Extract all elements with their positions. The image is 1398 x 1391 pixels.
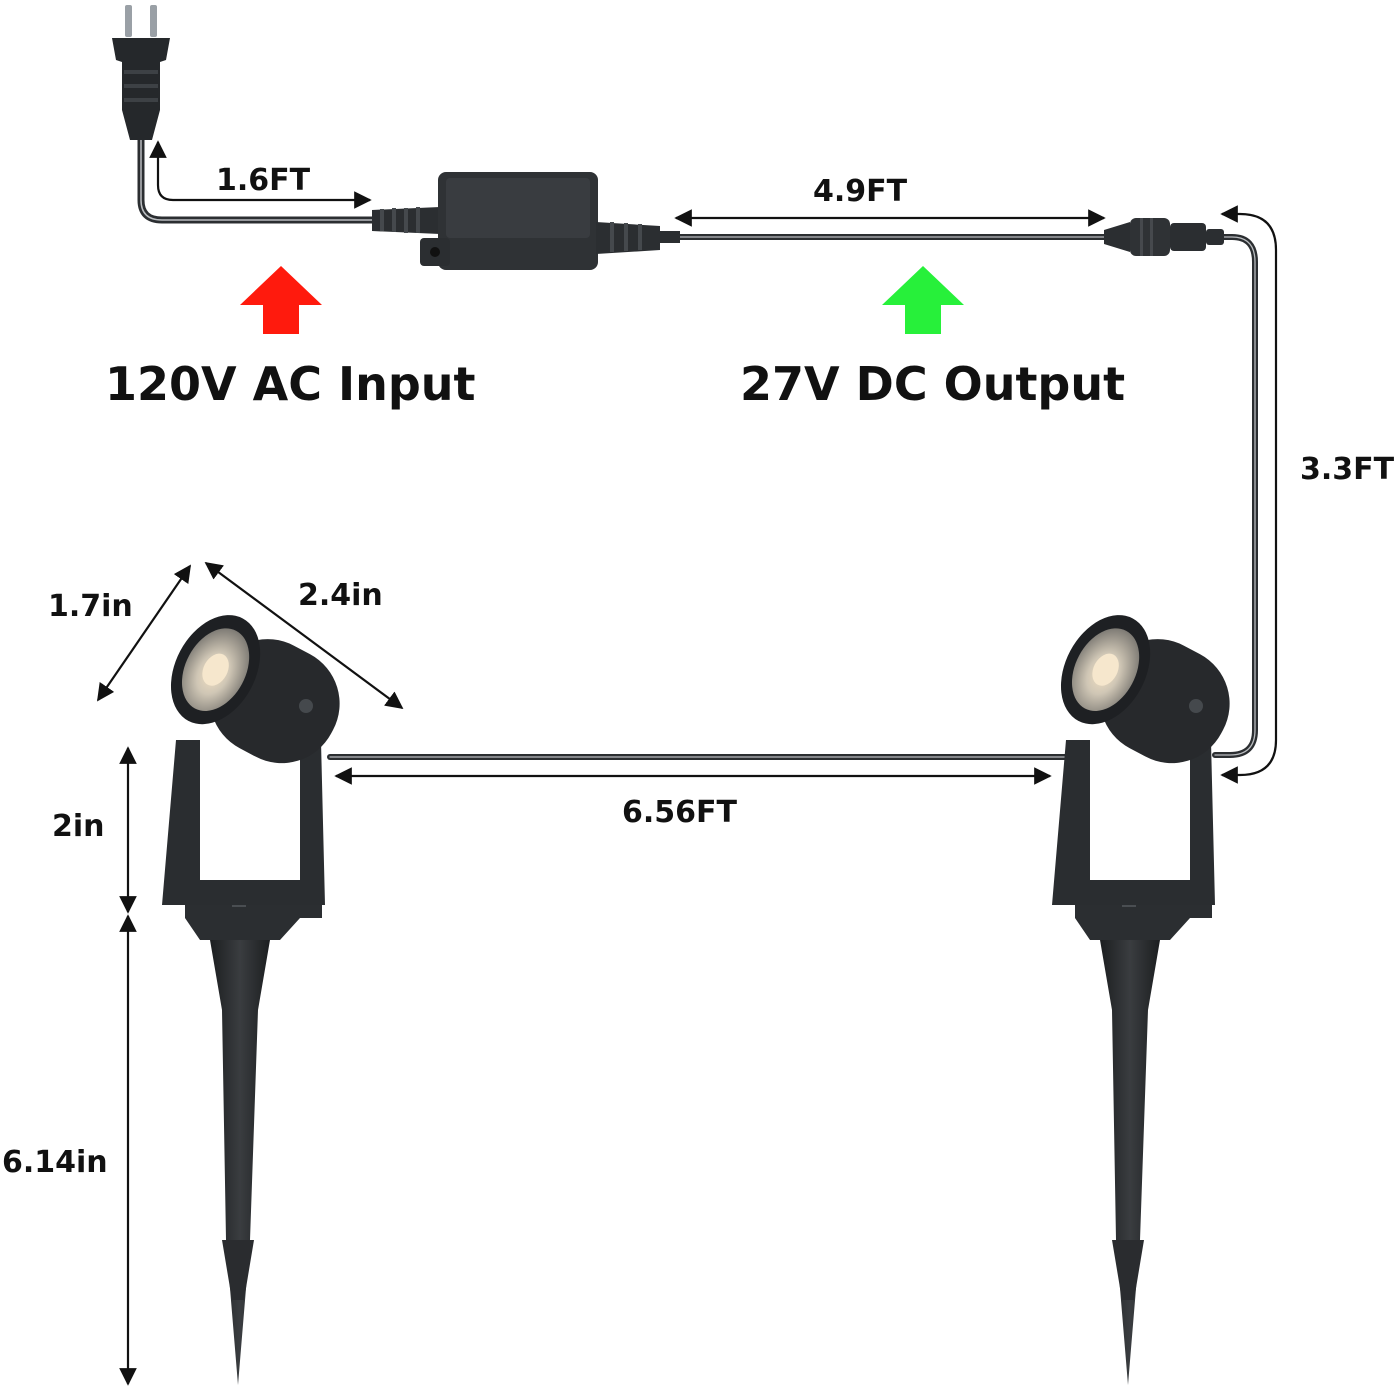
head-length-label: 2.4in (298, 578, 383, 613)
output-arrow-icon (882, 266, 964, 334)
us-power-plug-icon (112, 5, 170, 140)
input-cable-dimension (149, 140, 372, 209)
input-cable-label: 1.6FT (216, 163, 311, 198)
head-diameter-dimension (97, 564, 191, 702)
bracket-height-label: 2in (52, 809, 105, 844)
link-cable-label: 6.56FT (622, 795, 738, 830)
dimension-lines (97, 140, 1278, 1386)
led-spotlight-icon (162, 615, 340, 1385)
head-length-dimension (204, 561, 404, 710)
power-adapter-icon (372, 172, 680, 270)
led-spotlight-icon (1052, 615, 1230, 1385)
input-arrow-icon (240, 266, 322, 334)
cables (137, 131, 1258, 760)
input-callout: 120V AC Input (105, 357, 476, 411)
stake-length-label: 6.14in (2, 1145, 108, 1180)
waterproof-connector-icon (1104, 218, 1224, 256)
output-cable-label: 4.9FT (813, 174, 908, 209)
head-diameter-label: 1.7in (48, 589, 133, 624)
extension-cable-label: 3.3FT (1300, 452, 1395, 487)
output-callout: 27V DC Output (740, 357, 1125, 411)
extension-cable-dimension (1220, 205, 1278, 784)
